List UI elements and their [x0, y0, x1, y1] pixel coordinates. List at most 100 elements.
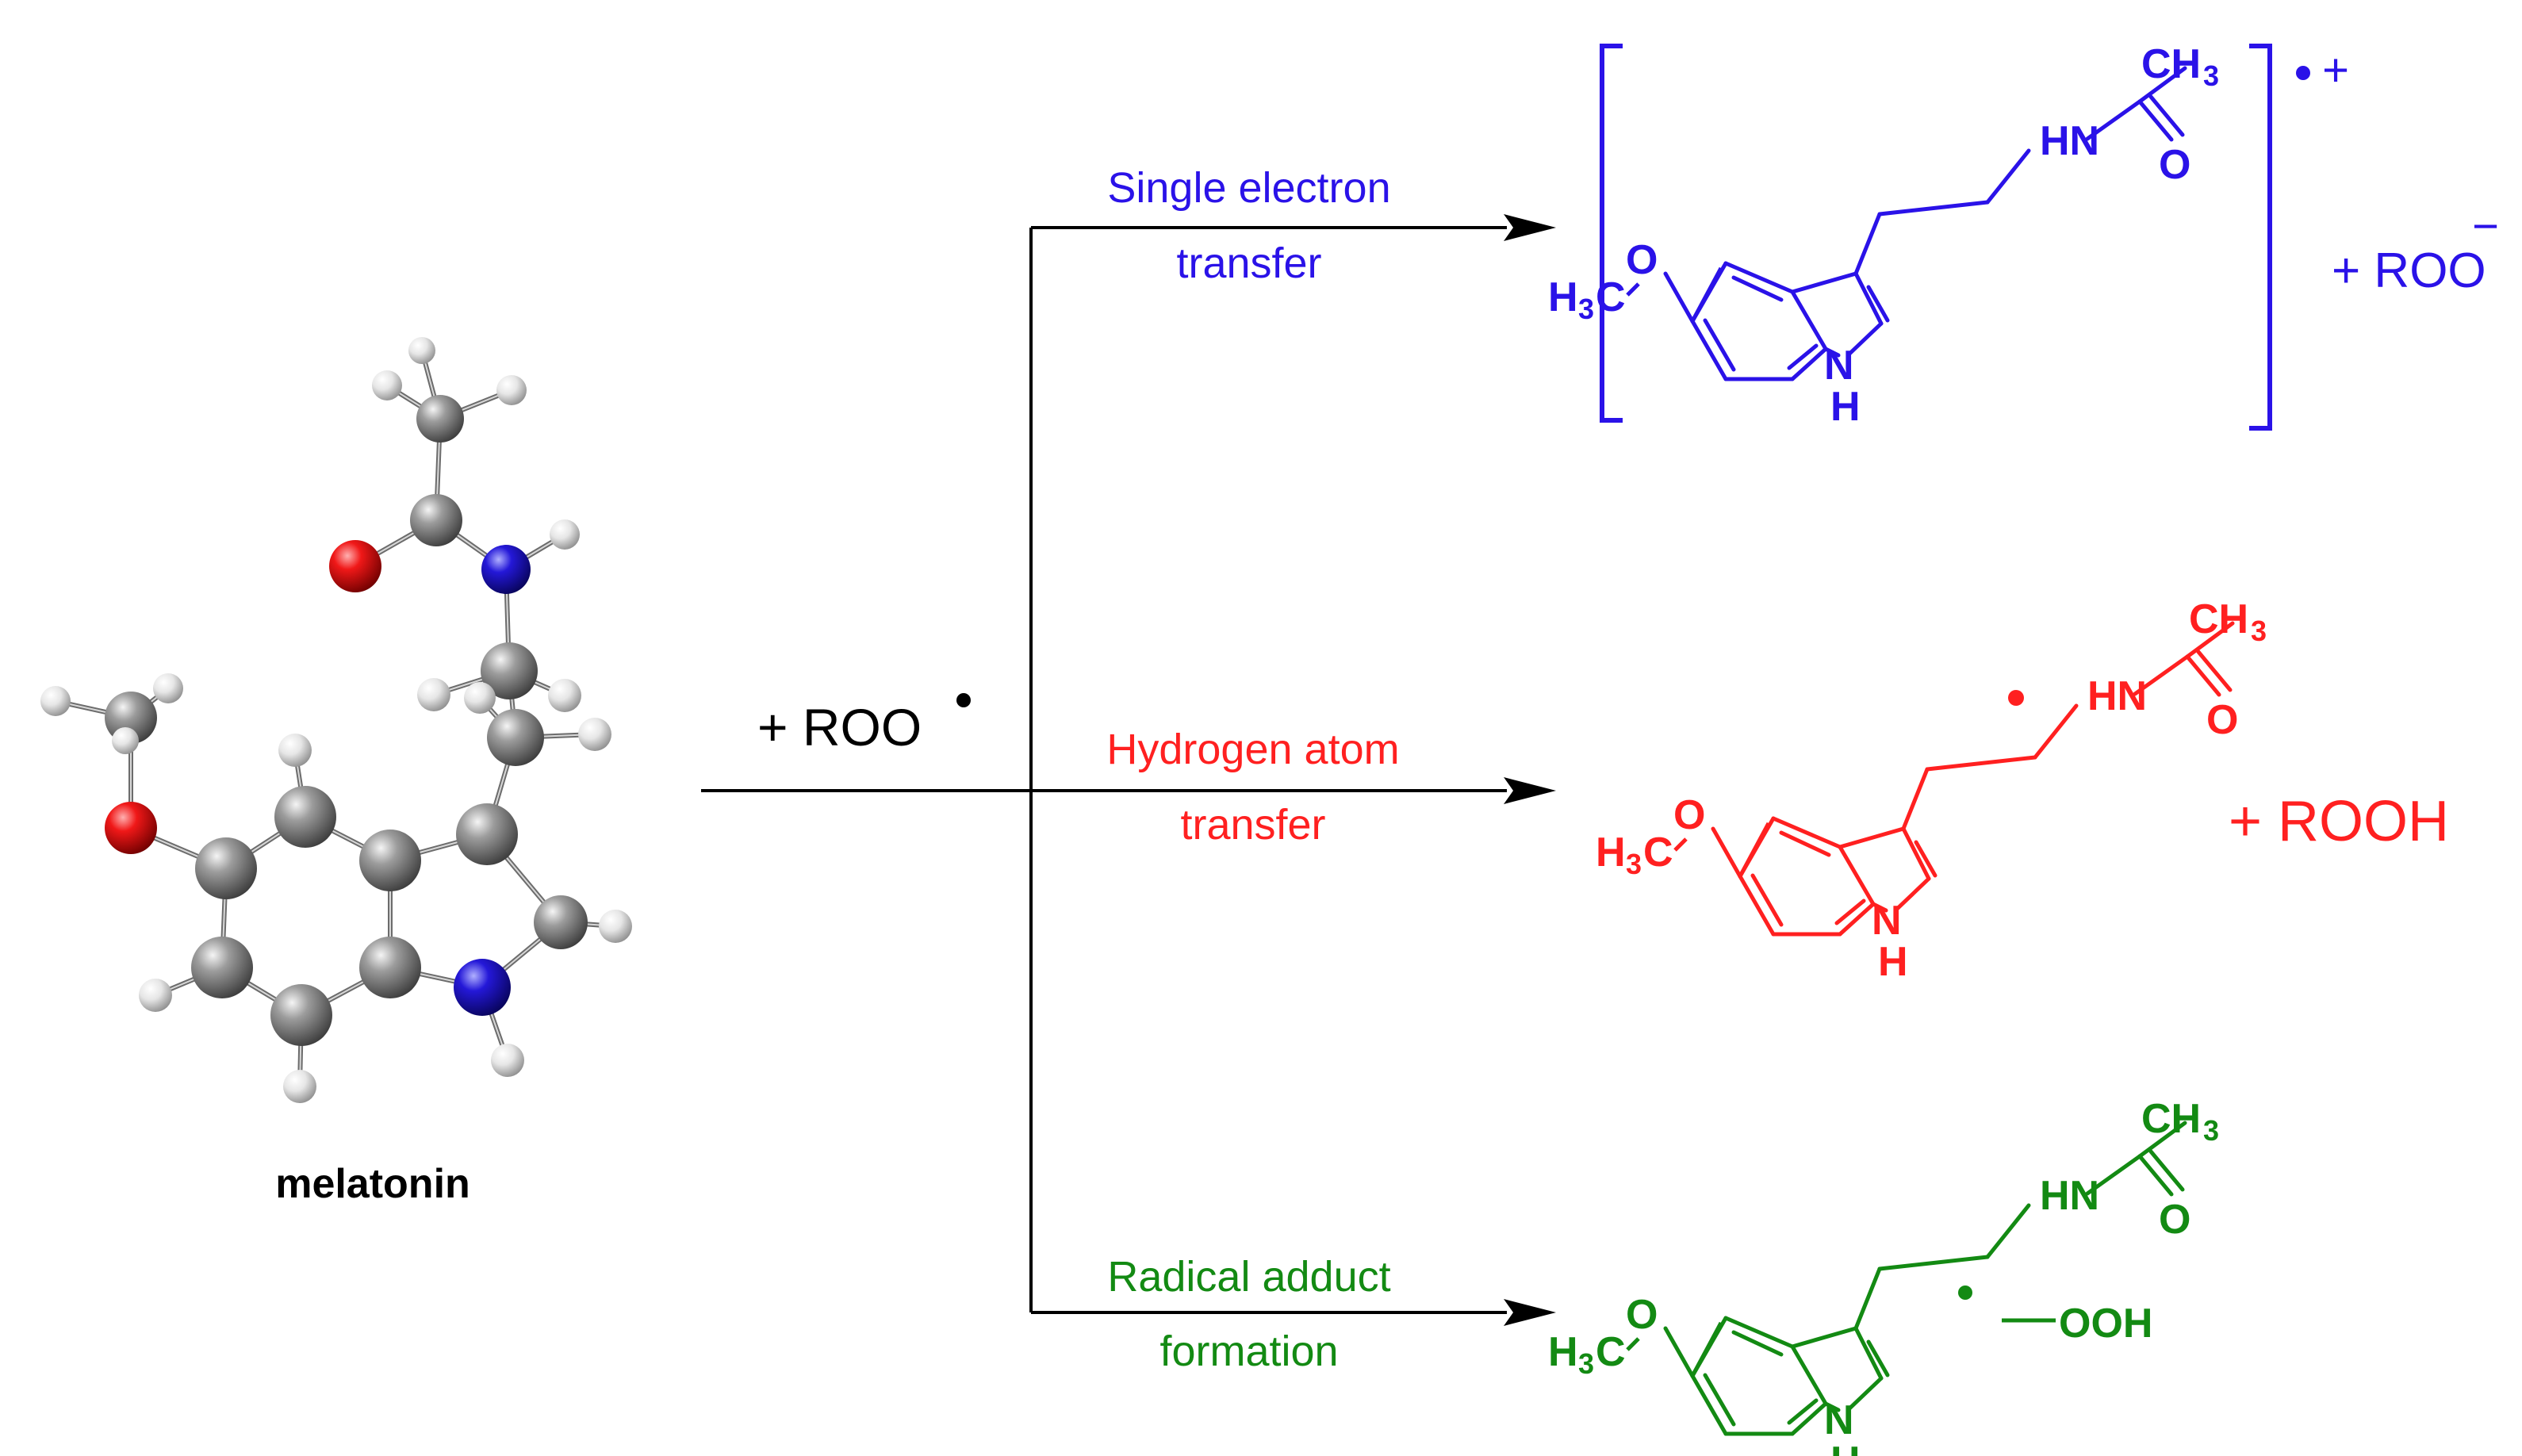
- bond: [1901, 767, 1930, 831]
- bond: [1871, 902, 1888, 913]
- bond: [2185, 654, 2221, 697]
- hydrogen-atom: [548, 679, 581, 712]
- bond: [1626, 282, 1640, 297]
- set-label-line1: Single electron: [1107, 164, 1390, 212]
- hydrogen-atom: [40, 686, 71, 716]
- hydrogen-atom: [283, 1070, 316, 1103]
- bond: [1771, 816, 1842, 849]
- hydrogen-atom: [464, 682, 496, 714]
- hydrogen-atom: [550, 519, 580, 550]
- bond: [2133, 654, 2190, 696]
- bond: [1663, 1326, 1695, 1378]
- methoxy-c-label: C: [1596, 1329, 1626, 1375]
- amide-nh-label: HN: [2040, 1173, 2099, 1219]
- methyl-subscript: 3: [2203, 59, 2219, 92]
- bond: [1925, 755, 2037, 772]
- double-bond-line: [2196, 649, 2233, 692]
- bond: [1893, 876, 1931, 913]
- methyl-label: CH: [2141, 1096, 2201, 1142]
- bond: [2085, 1154, 2142, 1196]
- methyl-label: CH: [2141, 41, 2201, 87]
- carbon-atom: [487, 709, 544, 766]
- bond: [2033, 703, 2079, 760]
- raf-label-line2: formation: [1159, 1328, 1338, 1375]
- hydrogen-atom: [112, 727, 139, 754]
- carbonyl-o-label: O: [2206, 697, 2238, 743]
- bond: [1711, 826, 1742, 879]
- ring-n-label: N: [1872, 898, 1902, 944]
- hydrogen-atom: [153, 673, 183, 703]
- carbon-atom: [359, 937, 421, 998]
- methyl-label: CH: [2189, 596, 2248, 642]
- bond: [2085, 99, 2142, 141]
- hydrogen-atom: [578, 718, 611, 751]
- double-bond-line: [1703, 1373, 1736, 1427]
- ring-h-label: H: [1878, 939, 1908, 985]
- bond: [1663, 271, 1695, 324]
- hydrogen-atom: [408, 337, 435, 364]
- bond: [1738, 874, 1776, 937]
- bond: [2185, 621, 2235, 659]
- ether-o-label: O: [1626, 1292, 1658, 1338]
- amide-nh-label: HN: [2087, 673, 2147, 719]
- double-bond-line: [1866, 1339, 1890, 1377]
- hat-label-line1: Hydrogen atom: [1106, 726, 1399, 773]
- bond: [1838, 826, 1906, 849]
- set-label-line2: transfer: [1176, 239, 1321, 287]
- methyl-subscript: 3: [2203, 1114, 2219, 1147]
- bond: [1738, 822, 1771, 878]
- melatonin-label: melatonin: [275, 1161, 470, 1207]
- melatonin-3d-model: [40, 337, 632, 1103]
- bond: [1723, 261, 1795, 294]
- ether-o-label: O: [1673, 792, 1705, 838]
- reagent-radical-dot: [956, 693, 971, 707]
- set-coproduct: + ROO: [2332, 243, 2486, 298]
- double-bond-line: [1731, 275, 1784, 302]
- left-bracket: [1600, 44, 1623, 423]
- methoxy-h-label: H: [1596, 830, 1626, 876]
- double-bond-line: [1703, 318, 1736, 372]
- double-bond-line: [1834, 899, 1866, 925]
- carbon-atom: [359, 830, 421, 891]
- bond: [1690, 1321, 1723, 1377]
- bond: [1690, 1374, 1728, 1436]
- set-brackets: [1600, 44, 2272, 431]
- bond: [1823, 1401, 1841, 1412]
- hydrogen-atom: [372, 370, 402, 400]
- bond: [1790, 1401, 1828, 1436]
- bond: [1790, 289, 1828, 351]
- hydrogen-atom: [417, 678, 450, 711]
- double-bond-line: [1787, 1398, 1819, 1425]
- carbon-atom: [416, 395, 464, 443]
- raf-label-line1: Radical adduct: [1107, 1253, 1390, 1301]
- bond: [1853, 1326, 1884, 1381]
- double-bond-line: [1750, 873, 1784, 927]
- methoxy-subscript: 3: [1578, 1347, 1594, 1380]
- bond: [2137, 1154, 2174, 1197]
- bond: [1790, 1326, 1858, 1349]
- carbon-atom: [481, 642, 538, 699]
- bond: [1690, 266, 1723, 323]
- ring-n-label: N: [1824, 343, 1854, 389]
- methoxy-c-label: C: [1643, 830, 1673, 876]
- oxygen-atom: [105, 802, 157, 854]
- hydrogen-atom: [139, 979, 172, 1012]
- reagent-label: + ROO: [757, 698, 922, 757]
- ether-o-label: O: [1626, 237, 1658, 283]
- set-arrowhead: [1504, 214, 1556, 241]
- double-bond-line: [2148, 1149, 2185, 1192]
- bond: [1853, 212, 1882, 276]
- bond: [1985, 1203, 2031, 1259]
- bond: [1790, 271, 1858, 294]
- double-bond-line: [1914, 840, 1937, 878]
- bond: [1823, 347, 1841, 358]
- bond: [1673, 837, 1688, 852]
- bond: [1723, 1316, 1795, 1349]
- raf-radical-dot: [1958, 1285, 1972, 1300]
- carbon-atom: [456, 803, 518, 865]
- bond: [1901, 826, 1931, 881]
- bond: [1626, 1337, 1640, 1351]
